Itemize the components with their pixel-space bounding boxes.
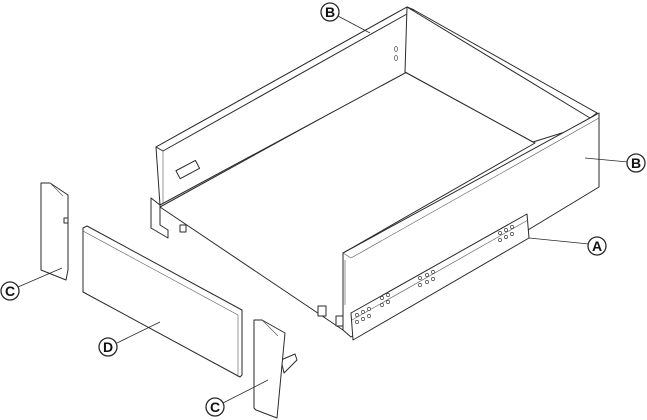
label-d: D — [98, 337, 118, 357]
label-a: A — [587, 236, 607, 256]
label-text: C — [5, 283, 15, 299]
label-text: A — [592, 238, 602, 254]
label-text: C — [210, 399, 220, 415]
end-cap-left — [40, 182, 69, 281]
label-c-right: C — [205, 397, 225, 417]
label-b-right: B — [626, 153, 646, 173]
label-text: B — [325, 4, 335, 20]
label-c-left: C — [0, 281, 20, 301]
end-cap-right — [253, 319, 298, 419]
front-panel — [82, 225, 243, 378]
runner-rail — [317, 213, 530, 341]
label-text: B — [631, 155, 641, 171]
rail-holes — [355, 225, 514, 324]
label-b-top: B — [320, 2, 340, 22]
label-text: D — [103, 339, 113, 355]
side-panel-left — [150, 6, 415, 239]
